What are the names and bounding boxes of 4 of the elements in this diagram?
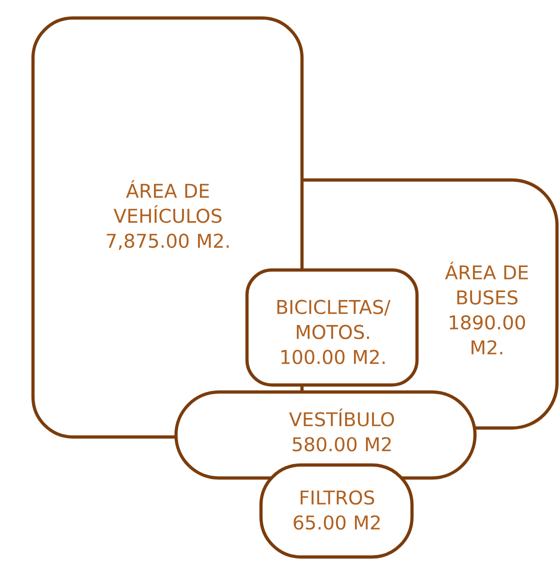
area-box: BICICLETAS/ MOTOS. 100.00 M2. (245, 268, 419, 387)
area-box: VESTÍBULO 580.00 M2 (174, 390, 477, 480)
node-label: FILTROS 65.00 M2 (294, 490, 380, 530)
area-box: FILTROS 65.00 M2 (259, 463, 414, 559)
